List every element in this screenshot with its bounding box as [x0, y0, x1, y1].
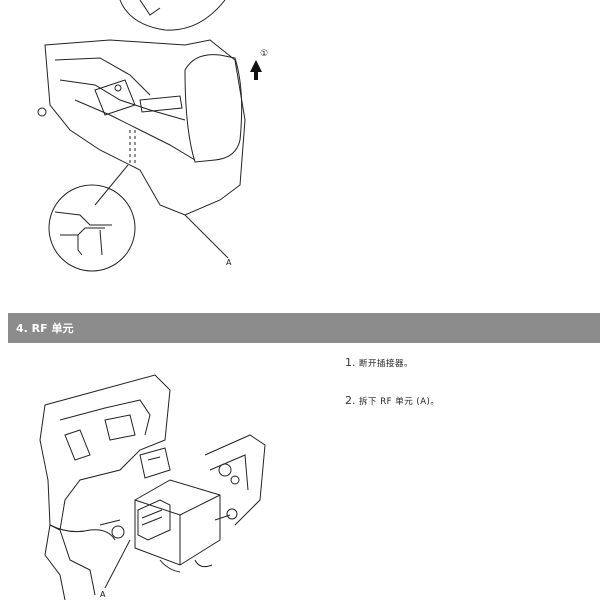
armrest-pad: [184, 54, 243, 163]
rf-unit-illustration: A: [39, 374, 266, 601]
screw-icon: [114, 84, 122, 92]
label-a-bottom: A: [100, 590, 106, 599]
rf-unit-box: [134, 479, 221, 566]
step-text: 拆下 RF 单元 (A)。: [359, 397, 440, 407]
callout-step-label: ①: [260, 49, 268, 59]
step-text: 断开插接器。: [359, 359, 414, 369]
door-trim-removal-illustration: ① A: [37, 0, 268, 272]
zoom-circle-top: [119, 0, 226, 31]
step-number: 2.: [345, 394, 356, 407]
screw-icon: [37, 107, 47, 117]
arrow-up-icon: [250, 60, 262, 80]
leader-line-clip: [94, 164, 129, 206]
panel-body: [44, 39, 246, 216]
bolt-icon: [226, 508, 238, 520]
mounting-bracket: [39, 374, 171, 531]
list-item: 1. 断开插接器。: [345, 356, 590, 369]
leader-line-a: [104, 539, 131, 589]
step-list: 1. 断开插接器。 2. 拆下 RF 单元 (A)。: [345, 356, 590, 432]
label-a-top: A: [226, 258, 232, 267]
zoom-circle-clip: [48, 184, 136, 272]
leader-line-a: [184, 214, 229, 259]
section-header: 4. RF 单元: [8, 313, 600, 343]
list-item: 2. 拆下 RF 单元 (A)。: [345, 394, 590, 407]
connector: [137, 499, 171, 541]
section-title: 4. RF 单元: [16, 322, 74, 335]
step-number: 1.: [345, 356, 356, 369]
